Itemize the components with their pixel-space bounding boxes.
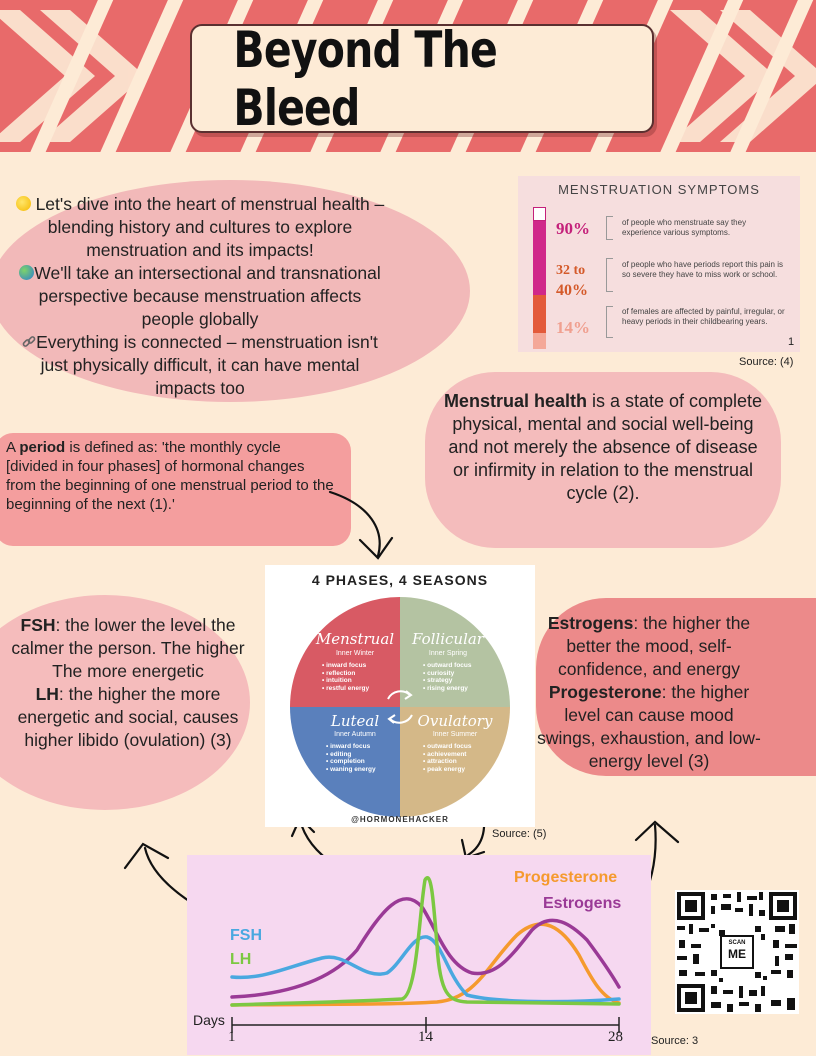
graph-tick-label-14: 14: [418, 1029, 433, 1045]
arrowhead-5: [634, 820, 680, 844]
health-definition-bubble: [425, 372, 781, 548]
curve-progesterone: [230, 922, 621, 1007]
phase-menstrual-sub: Inner Winter: [335, 650, 375, 657]
symptoms-bar-90: [533, 221, 546, 295]
symptoms-title: MENSTRUATION SYMPTOMS: [558, 182, 760, 197]
phase-follicular-list: • outward focus• curiosity• strategy• ri…: [423, 662, 472, 692]
phases-source: Source: (5): [492, 828, 547, 840]
phase-ovulatory-name: Ovulatory: [417, 712, 493, 730]
phase-menstrual-list: • inward focus• reflection• intuition• r…: [322, 662, 370, 692]
symptoms-card: [518, 176, 800, 352]
phase-follicular-name: Follicular: [412, 630, 484, 648]
phase-luteal-list: • inward focus• editing• completion• wan…: [326, 743, 376, 773]
phases-title: 4 PHASES, 4 SEASONS: [311, 572, 489, 588]
quadrant-follicular: [400, 597, 510, 707]
symptom-bracket-1: [606, 216, 613, 240]
symptom-desc-1: of people who menstruate say they experi…: [622, 218, 747, 237]
qr-me-label: ME: [728, 947, 746, 961]
legend-progesterone: Progesterone: [514, 869, 618, 886]
symptom-desc-2: of people who have periods report this p…: [622, 260, 783, 279]
qr-scan-label: SCAN: [728, 940, 746, 946]
graph-tick-label-28: 28: [608, 1029, 623, 1045]
symptom-value-90: 90%: [556, 219, 590, 238]
fsh-lh-bubble: [0, 595, 250, 810]
sun-icon: [15, 196, 31, 211]
link-icon: [22, 332, 36, 347]
quadrant-menstrual: [290, 597, 400, 707]
symptom-value-14: 14%: [556, 318, 590, 337]
curve-lh: [230, 876, 621, 1007]
intro-text: Let's dive into the heart of menstrual h…: [10, 193, 390, 400]
symptoms-bar-14: [533, 333, 546, 349]
intro-line-1: Let's dive into the heart of menstrual h…: [35, 194, 385, 260]
title-box: Beyond The Bleed: [190, 21, 654, 137]
phase-luteal-name: Luteal: [330, 712, 380, 730]
intro-line-2: We'll take an intersectional and transna…: [34, 263, 381, 329]
period-definition-box: [0, 433, 351, 546]
symptom-bracket-2: [606, 258, 613, 292]
hormone-graph-plot: [230, 876, 621, 1033]
arrowhead-2: [123, 842, 170, 870]
phase-menstrual-name: Menstrual: [315, 630, 395, 648]
intro-line-3: Everything is connected – menstruation i…: [36, 332, 378, 398]
symptom-value-32: 32 to 40%: [556, 263, 588, 299]
symptoms-bar-top: [533, 207, 546, 221]
symptom-bracket-3: [606, 306, 613, 338]
phase-ovulatory-list: • outward focus• achievement• attraction…: [423, 743, 472, 773]
legend-estrogens: Estrogens: [543, 895, 622, 912]
graph-xlabel: Days: [193, 1012, 225, 1028]
hormone-graph: [187, 855, 651, 1055]
symptom-desc-3: of females are affected by painful, irre…: [622, 307, 785, 326]
legend-fsh: FSH: [230, 927, 262, 944]
period-definition: A period is defined as: 'the monthly cyc…: [6, 439, 334, 513]
fsh-lh-text: FSH: the lower the level the calmer the …: [11, 615, 245, 750]
estrogen-progesterone-text: Estrogens: the higher the better the moo…: [537, 613, 761, 771]
curve-estrogens: [230, 897, 621, 999]
estrogen-progesterone-bubble: [536, 598, 816, 776]
phase-follicular-sub: Inner Spring: [428, 650, 468, 657]
symptoms-bar-32: [533, 295, 546, 333]
qr-pattern: [677, 892, 797, 1012]
page-title: Beyond The Bleed: [233, 20, 497, 137]
phase-luteal-sub: Inner Autumn: [334, 731, 376, 738]
phases-handle: @HORMONEHACKER: [351, 815, 449, 824]
legend-lh: LH: [230, 951, 252, 968]
health-definition: Menstrual health is a state of complete …: [443, 391, 763, 503]
curve-fsh: [230, 935, 621, 1004]
quadrant-ovulatory: [400, 707, 510, 817]
intro-bubble: [0, 180, 470, 402]
symptoms-source: Source: (4): [739, 356, 794, 368]
qr-code[interactable]: SCAN ME: [675, 890, 799, 1014]
arrowhead-1: [358, 536, 394, 560]
phase-ovulatory-sub: Inner Summer: [432, 731, 478, 738]
cycle-icon: [387, 690, 413, 724]
qr-source: Source: 3: [651, 1035, 699, 1047]
graph-tick-label-1: 1: [228, 1029, 236, 1045]
phases-wheel: [290, 597, 510, 817]
symptoms-page-number: 1: [788, 336, 795, 348]
quadrant-luteal: [290, 707, 400, 817]
globe-icon: [19, 265, 35, 280]
